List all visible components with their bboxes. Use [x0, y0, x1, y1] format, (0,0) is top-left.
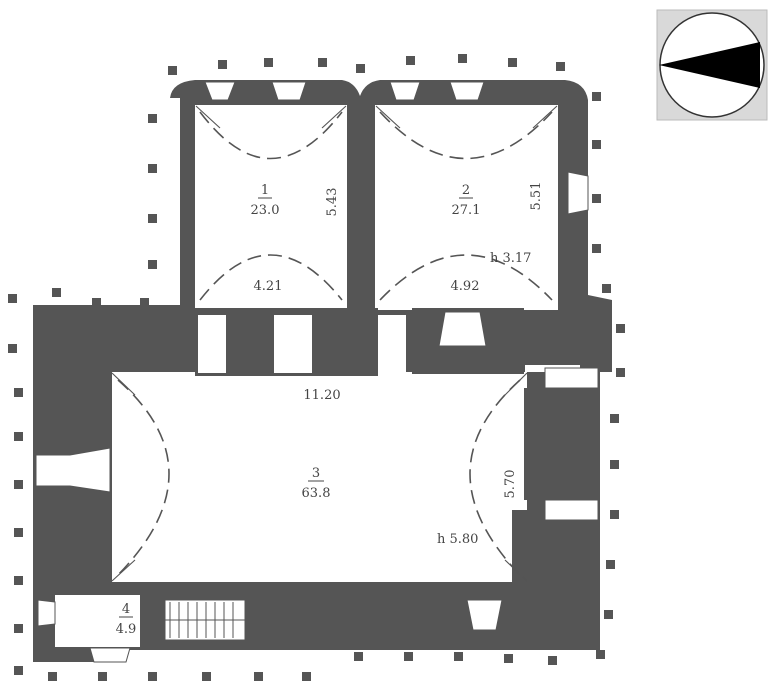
boundary-marker — [14, 388, 23, 397]
room-1-width: 4.21 — [254, 279, 283, 294]
boundary-marker — [48, 672, 57, 681]
boundary-marker — [148, 260, 157, 269]
boundary-marker — [616, 368, 625, 377]
boundary-marker — [592, 194, 601, 203]
boundary-marker — [92, 298, 101, 307]
boundary-marker — [406, 56, 415, 65]
boundary-marker — [592, 244, 601, 253]
boundary-marker — [148, 114, 157, 123]
boundary-marker — [610, 510, 619, 519]
room-3-length: 5.70 — [503, 470, 518, 499]
boundary-marker — [14, 624, 23, 633]
boundary-marker — [356, 64, 365, 73]
boundary-marker — [14, 576, 23, 585]
room-2-length: 5.51 — [529, 182, 544, 211]
room-3-height: h 5.80 — [437, 532, 478, 547]
room-2-height: h 3.17 — [490, 251, 531, 266]
boundary-marker — [610, 460, 619, 469]
boundary-marker — [404, 652, 413, 661]
boundary-marker — [606, 560, 615, 569]
boundary-marker — [302, 672, 311, 681]
room-1-label: 1 23.0 — [251, 183, 280, 218]
svg-text:1: 1 — [261, 183, 269, 198]
svg-text:27.1: 27.1 — [452, 203, 481, 218]
boundary-marker — [596, 650, 605, 659]
boundary-marker — [52, 288, 61, 297]
boundary-marker — [602, 284, 611, 293]
boundary-marker — [148, 672, 157, 681]
boundary-marker — [202, 672, 211, 681]
boundary-marker — [14, 432, 23, 441]
boundary-marker — [168, 66, 177, 75]
room-1-length: 5.43 — [325, 188, 340, 217]
svg-text:2: 2 — [462, 183, 470, 198]
boundary-marker — [504, 654, 513, 663]
partition-walls — [36, 100, 580, 650]
boundary-marker — [616, 324, 625, 333]
boundary-marker — [218, 60, 227, 69]
boundary-marker — [264, 58, 273, 67]
boundary-marker — [508, 58, 517, 67]
boundary-marker — [14, 528, 23, 537]
svg-text:23.0: 23.0 — [251, 203, 280, 218]
room-3-label: 3 63.8 — [302, 466, 331, 501]
boundary-marker — [556, 62, 565, 71]
compass-icon — [656, 9, 768, 121]
svg-text:3: 3 — [312, 466, 320, 481]
site-boundary — [8, 54, 625, 681]
boundary-marker — [610, 414, 619, 423]
boundary-marker — [592, 92, 601, 101]
diagonals — [111, 105, 558, 582]
boundary-marker — [148, 214, 157, 223]
boundary-marker — [548, 656, 557, 665]
boundary-marker — [14, 666, 23, 675]
room-2-label: 2 27.1 — [452, 183, 481, 218]
svg-text:63.8: 63.8 — [302, 486, 331, 501]
boundary-marker — [318, 58, 327, 67]
windows — [35, 81, 599, 663]
boundary-marker — [254, 672, 263, 681]
svg-text:4.9: 4.9 — [116, 622, 137, 637]
boundary-marker — [354, 652, 363, 661]
room-floors — [55, 105, 558, 647]
boundary-marker — [8, 294, 17, 303]
boundary-marker — [14, 480, 23, 489]
boundary-marker — [592, 140, 601, 149]
boundary-marker — [458, 54, 467, 63]
vault-lines — [117, 111, 553, 576]
svg-text:4: 4 — [122, 602, 130, 617]
staircase — [164, 599, 246, 641]
room-4-label: 4 4.9 — [116, 602, 137, 637]
boundary-marker — [148, 164, 157, 173]
room-2-width: 4.92 — [451, 279, 480, 294]
boundary-marker — [98, 672, 107, 681]
room-3-width: 11.20 — [303, 388, 340, 403]
boundary-marker — [140, 298, 149, 307]
boundary-marker — [454, 652, 463, 661]
boundary-marker — [604, 610, 613, 619]
boundary-marker — [8, 344, 17, 353]
